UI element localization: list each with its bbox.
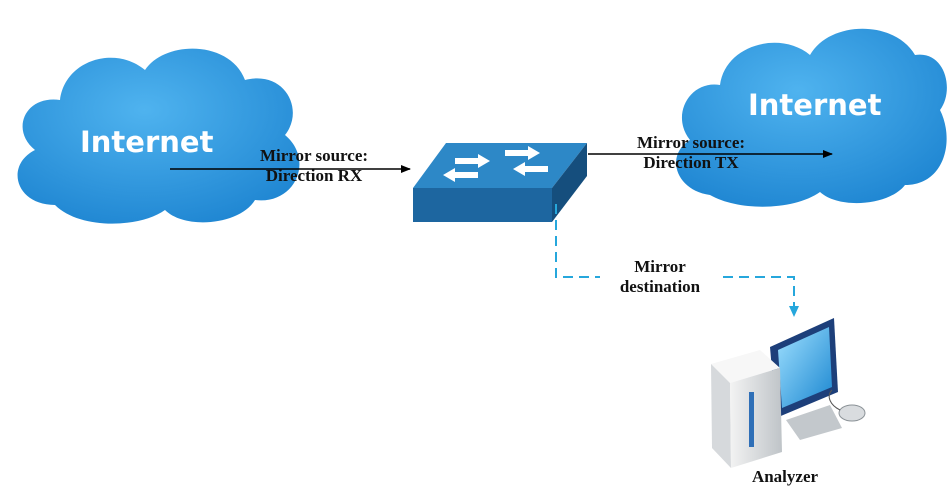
- cloud-icon: [17, 48, 300, 224]
- mirror-destination-label: Mirror destination: [600, 257, 720, 297]
- rx-link-label-line1: Mirror source:: [259, 146, 369, 165]
- computer-icon: [711, 318, 866, 468]
- mirror-destination-label-line1: Mirror: [634, 257, 686, 276]
- cloud-left-label: Internet: [80, 125, 214, 159]
- switch-icon: [413, 143, 587, 222]
- tx-link-label-line2: Direction TX: [643, 153, 739, 172]
- cloud-icon: [676, 28, 947, 207]
- cloud-right-label: Internet: [748, 88, 882, 122]
- rx-link-label: Mirror source: Direction RX: [238, 146, 390, 186]
- tx-link-label-line1: Mirror source:: [636, 133, 746, 152]
- mirror-destination-label-line2: destination: [619, 277, 701, 296]
- analyzer-label: Analyzer: [751, 467, 819, 486]
- tx-link-label: Mirror source: Direction TX: [615, 133, 767, 173]
- rx-link-label-line2: Direction RX: [265, 166, 363, 185]
